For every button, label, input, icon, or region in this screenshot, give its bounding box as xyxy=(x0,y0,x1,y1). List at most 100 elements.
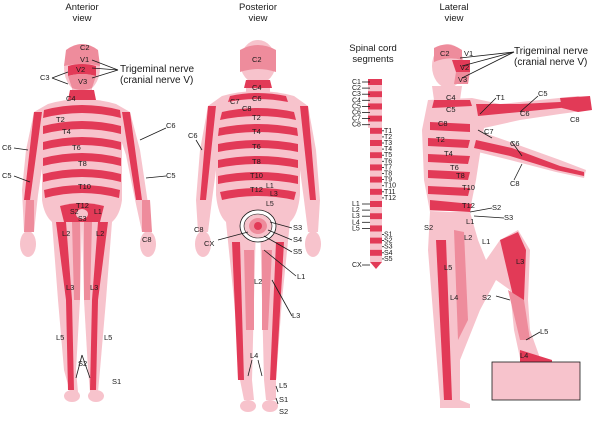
svg-text:C6: C6 xyxy=(2,143,12,152)
spinal-segment-band xyxy=(370,127,382,134)
spinal-segment-band xyxy=(370,243,382,250)
svg-text:L5: L5 xyxy=(104,333,112,342)
trigeminal-callout-lateral: Trigeminal nerve (cranial nerve V) xyxy=(514,46,589,68)
spinal-segment-band xyxy=(370,164,382,171)
spinal-segment-band xyxy=(370,140,382,147)
spinal-segment-band xyxy=(368,91,382,98)
svg-text:view: view xyxy=(248,13,267,24)
svg-text:S2: S2 xyxy=(424,223,433,232)
spinal-segment-band xyxy=(370,262,382,269)
svg-text:Lateral: Lateral xyxy=(439,2,468,13)
posterior-figure xyxy=(195,40,321,412)
svg-text:L1: L1 xyxy=(466,217,474,226)
spinal-segment-label: T12 xyxy=(384,195,396,202)
spinal-segment-label: T2 xyxy=(384,134,392,141)
spinal-segment-band xyxy=(370,152,382,159)
svg-text:S2: S2 xyxy=(78,359,87,368)
anterior-trigeminal-lines xyxy=(13,59,167,379)
trigeminal-callout-anterior: Trigeminal nerve (cranial nerve V) xyxy=(120,64,195,86)
posterior-lines xyxy=(195,139,297,405)
svg-text:L3: L3 xyxy=(270,191,278,198)
spinal-segment-label: T6 xyxy=(384,158,392,165)
spinal-segment-label: S4 xyxy=(384,250,393,257)
svg-text:V2: V2 xyxy=(460,63,469,72)
svg-text:C8: C8 xyxy=(510,179,520,188)
svg-text:C6: C6 xyxy=(166,121,176,130)
spinal-segment-label: T9 xyxy=(384,177,392,184)
spinal-segment-label: S3 xyxy=(384,244,393,251)
lateral-labels: C2 V1 V2 V3 C4 C5 T1 C5 C6 C7 C8 C6 C8 C… xyxy=(424,49,580,360)
spinal-segment-band xyxy=(368,103,382,110)
spinal-segment-label: CX xyxy=(352,262,362,269)
svg-text:T12: T12 xyxy=(462,201,475,210)
svg-text:Spinal cord: Spinal cord xyxy=(349,43,397,54)
svg-text:V3: V3 xyxy=(458,75,467,84)
svg-text:V1: V1 xyxy=(80,55,89,64)
svg-text:C6: C6 xyxy=(520,109,530,118)
svg-text:T8: T8 xyxy=(78,159,87,168)
spinal-segment-label: C6 xyxy=(352,110,361,117)
spinal-segment-label: C7 xyxy=(352,116,361,123)
svg-text:T12: T12 xyxy=(76,201,89,210)
svg-text:C8: C8 xyxy=(194,225,204,234)
svg-text:T6: T6 xyxy=(252,142,261,151)
spinal-segment-band xyxy=(370,170,382,177)
svg-text:Posterior: Posterior xyxy=(239,2,277,13)
svg-text:L3: L3 xyxy=(516,257,524,266)
spinal-segment-band xyxy=(370,146,382,153)
spinal-segment-label: L5 xyxy=(352,225,360,232)
spinal-segment-label: C2 xyxy=(352,85,361,92)
spinal-segment-band xyxy=(368,85,382,92)
spinal-segment-band xyxy=(368,115,382,122)
svg-text:L3: L3 xyxy=(66,283,74,292)
spinal-segment-band xyxy=(370,249,382,256)
svg-text:S1: S1 xyxy=(112,377,121,386)
svg-text:C2: C2 xyxy=(80,43,90,52)
svg-text:T8: T8 xyxy=(456,171,465,180)
svg-text:C4: C4 xyxy=(252,83,262,92)
svg-text:C4: C4 xyxy=(66,94,76,103)
spinal-segment-band xyxy=(370,133,382,140)
svg-text:L5: L5 xyxy=(444,263,452,272)
svg-text:S2: S2 xyxy=(482,293,491,302)
svg-text:C5: C5 xyxy=(166,171,176,180)
title-lateral: Lateral view xyxy=(439,2,468,24)
svg-text:L1: L1 xyxy=(94,209,102,216)
spinal-segment-band xyxy=(370,225,382,232)
svg-text:(cranial nerve V): (cranial nerve V) xyxy=(120,75,193,86)
spinal-segment-label: S1 xyxy=(384,232,393,239)
svg-text:C8: C8 xyxy=(438,119,448,128)
spinal-segment-band xyxy=(368,121,382,128)
spinal-segment-label: C8 xyxy=(352,122,361,129)
spinal-segment-label: T7 xyxy=(384,164,392,171)
svg-text:C7: C7 xyxy=(230,97,240,106)
svg-text:T2: T2 xyxy=(56,115,65,124)
spinal-segment-label: T8 xyxy=(384,171,392,178)
title-spinal-cord-segments: Spinal cord segments xyxy=(349,43,397,65)
svg-text:C4: C4 xyxy=(446,93,456,102)
lateral-lines xyxy=(459,51,541,341)
spinal-segment-label: T1 xyxy=(384,128,392,135)
spinal-segment-band xyxy=(370,237,382,244)
svg-text:C3: C3 xyxy=(40,73,50,82)
svg-text:T4: T4 xyxy=(252,127,261,136)
svg-text:S2: S2 xyxy=(492,203,501,212)
svg-text:Trigeminal nerve: Trigeminal nerve xyxy=(514,46,589,57)
svg-text:L3: L3 xyxy=(292,311,300,320)
spinal-segment-label: T5 xyxy=(384,152,392,159)
svg-text:S3: S3 xyxy=(78,216,87,223)
svg-text:T2: T2 xyxy=(252,113,261,122)
svg-text:S3: S3 xyxy=(504,213,513,222)
svg-text:V2: V2 xyxy=(76,65,85,74)
svg-text:L2: L2 xyxy=(254,277,262,286)
svg-text:S5: S5 xyxy=(293,247,302,256)
spinal-segment-band xyxy=(370,158,382,165)
svg-text:T10: T10 xyxy=(78,182,91,191)
svg-text:C7: C7 xyxy=(484,127,494,136)
svg-text:(cranial nerve V): (cranial nerve V) xyxy=(514,57,587,68)
spinal-segment-label: C1 xyxy=(352,79,361,86)
svg-text:T2: T2 xyxy=(436,135,445,144)
svg-text:L5: L5 xyxy=(279,381,287,390)
